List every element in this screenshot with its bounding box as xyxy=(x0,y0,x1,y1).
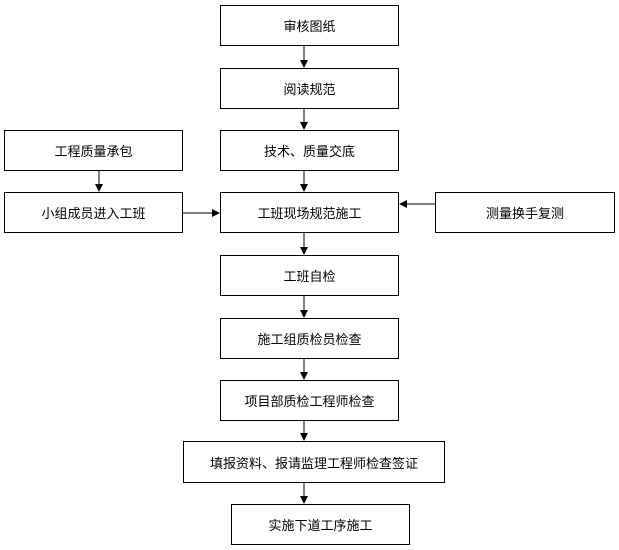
side-team-members-join: 小组成员进入工班 xyxy=(4,192,183,233)
side-measurement-recheck: 测量换手复测 xyxy=(435,192,615,233)
step-label: 实施下道工序施工 xyxy=(268,519,373,534)
side-label: 测量换手复测 xyxy=(485,207,564,222)
step-label: 工班自检 xyxy=(283,270,336,285)
step-team-qc-inspection: 施工组质检员检查 xyxy=(220,318,399,359)
step-label: 工班现场规范施工 xyxy=(257,207,362,222)
step-label: 阅读规范 xyxy=(283,83,336,98)
step-dept-qc-engineer-inspection: 项目部质检工程师检查 xyxy=(220,380,399,421)
step-standard-construction: 工班现场规范施工 xyxy=(220,192,399,233)
step-label: 施工组质检员检查 xyxy=(257,333,362,348)
side-label: 工程质量承包 xyxy=(54,145,133,160)
step-next-process: 实施下道工序施工 xyxy=(231,504,410,545)
step-label: 审核图纸 xyxy=(283,20,336,35)
step-fill-report-supervisor-sign: 填报资料、报请监理工程师检查签证 xyxy=(183,441,445,483)
step-label: 填报资料、报请监理工程师检查签证 xyxy=(209,456,418,472)
side-label: 小组成员进入工班 xyxy=(41,207,146,222)
step-label: 技术、质量交底 xyxy=(263,145,355,160)
step-team-self-check: 工班自检 xyxy=(220,255,399,296)
step-read-specs: 阅读规范 xyxy=(220,68,399,109)
step-tech-quality-briefing: 技术、质量交底 xyxy=(220,130,399,171)
side-quality-contracting: 工程质量承包 xyxy=(4,130,183,171)
step-label: 项目部质检工程师检查 xyxy=(244,395,375,410)
step-review-drawings: 审核图纸 xyxy=(220,5,399,46)
